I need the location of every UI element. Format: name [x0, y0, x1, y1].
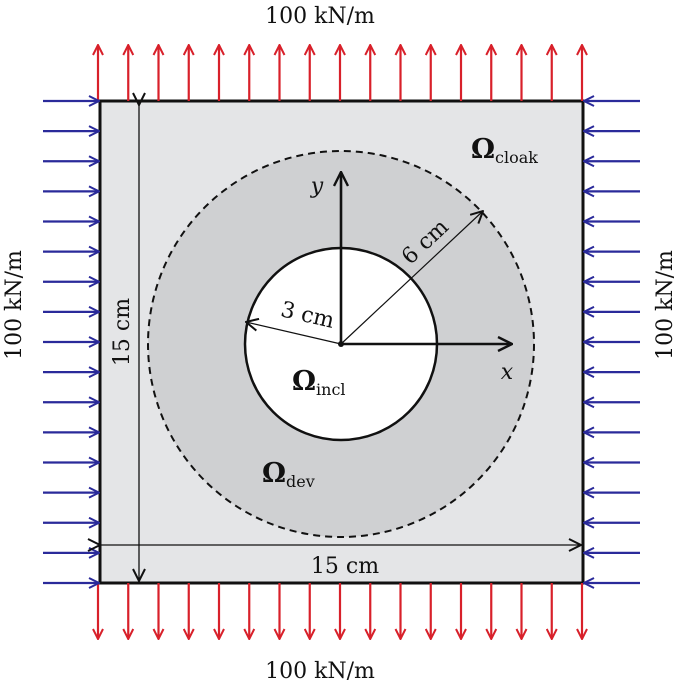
x-axis-label: x	[501, 360, 514, 385]
inclusion-radius-line	[246, 322, 342, 345]
top-tension-arrows	[98, 45, 582, 101]
left-compression-arrows	[43, 101, 99, 583]
right-compression-arrows	[584, 101, 640, 583]
width-dimension-label: 15 cm	[311, 554, 379, 579]
bottom-load-label: 100 kN/m	[265, 659, 375, 684]
bottom-tension-arrows	[98, 583, 582, 639]
device-region-label: Ωdev	[262, 458, 315, 491]
top-load-label: 100 kN/m	[265, 4, 375, 29]
origin-dot	[338, 341, 344, 347]
inclusion-region-label: Ωincl	[292, 366, 346, 399]
cloak-radius-line	[340, 211, 483, 345]
left-load-label: 100 kN/m	[2, 250, 27, 360]
y-axis-label: y	[310, 174, 324, 199]
height-dimension-label: 15 cm	[110, 298, 135, 366]
cloak-region-label: Ωcloak	[471, 134, 538, 167]
right-load-label: 100 kN/m	[653, 250, 678, 360]
